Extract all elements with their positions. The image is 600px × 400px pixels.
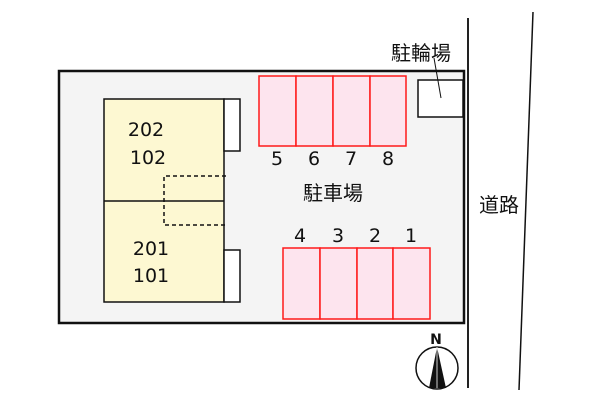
parking-number-2: 2 [369, 225, 381, 247]
unit-label-101: 101 [133, 265, 169, 287]
unit-label-102: 102 [130, 147, 166, 169]
parking-row-bottom: 4 3 2 1 [282, 225, 431, 320]
parking-space-6 [295, 75, 334, 147]
bicycle-parking-label: 駐輪場 [391, 41, 451, 65]
parking-space-7 [332, 75, 371, 147]
parking-number-7: 7 [345, 148, 357, 170]
parking-number-5: 5 [271, 148, 283, 170]
parking-number-8: 8 [382, 148, 394, 170]
parking-number-3: 3 [332, 225, 344, 247]
parking-row-top: 5 6 7 8 [258, 75, 407, 170]
dashed-entrance-area [163, 175, 226, 226]
unit-label-201: 201 [133, 238, 169, 260]
parking-space-5 [258, 75, 297, 147]
unit-label-202: 202 [128, 119, 164, 141]
parking-space-4 [282, 247, 321, 320]
parking-space-1 [392, 247, 431, 320]
bicycle-parking-leader-line [433, 57, 442, 99]
bicycle-parking-area [417, 79, 464, 118]
parking-number-6: 6 [308, 148, 320, 170]
parking-space-8 [369, 75, 407, 147]
road-edge-line [518, 11, 534, 391]
parking-space-2 [356, 247, 394, 320]
parking-lot-label: 駐車場 [303, 181, 363, 205]
north-compass-icon: N [415, 332, 459, 390]
balcony-lower [223, 249, 241, 303]
parking-number-4: 4 [294, 225, 306, 247]
parking-space-3 [319, 247, 358, 320]
compass-north-label: N [430, 332, 442, 348]
parking-number-1: 1 [405, 225, 417, 247]
road-label: 道路 [479, 193, 519, 217]
building: 202 102 201 101 [103, 98, 241, 303]
balcony-upper [223, 98, 241, 152]
